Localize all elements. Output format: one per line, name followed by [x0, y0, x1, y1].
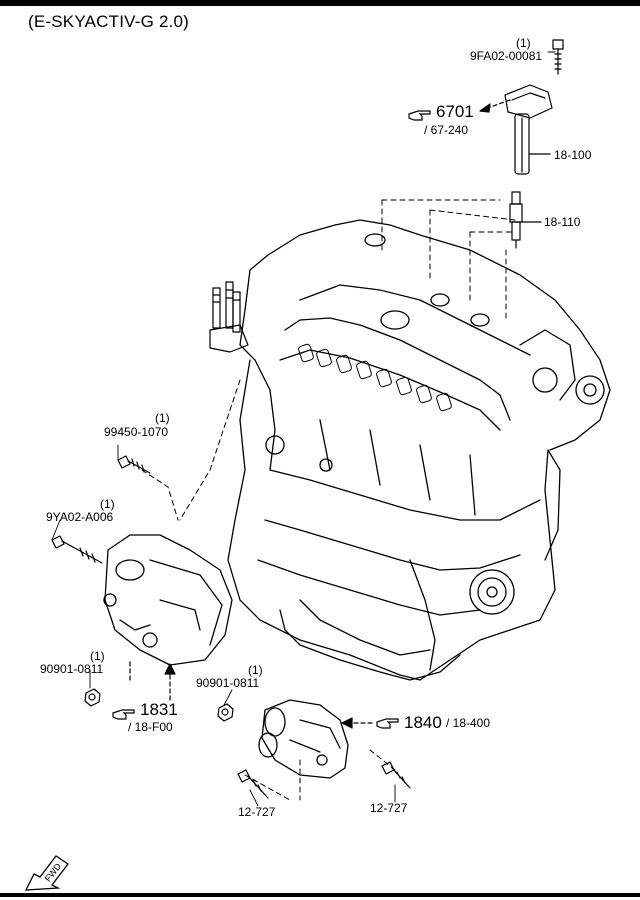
ref-1831-sub[interactable]: / 18-F00 [128, 720, 173, 734]
nut-left-part-number[interactable]: 90901-0811 [40, 662, 104, 676]
studs-part [209, 281, 249, 353]
nut-mid-part [217, 703, 234, 722]
top-bolt-part [552, 39, 564, 75]
alt-bolt-qty: (1) [100, 497, 115, 511]
ref-6701[interactable]: 6701 [436, 102, 474, 121]
nut-mid-qty: (1) [248, 663, 263, 677]
ref-6701-sub[interactable]: / 67-240 [424, 123, 469, 137]
arrow-1840 [341, 717, 373, 729]
bolt-top-qty: (1) [516, 36, 531, 50]
fwd-label: FWD [43, 861, 64, 884]
ref-1840-sub[interactable]: / 18-400 [446, 716, 491, 730]
hand-pointer-icon [376, 716, 402, 730]
arrow-1831 [129, 659, 176, 701]
stud-qty: (1) [155, 411, 170, 425]
coil-part-number[interactable]: 18-100 [554, 148, 592, 162]
starter-bolt-left-part [237, 769, 269, 799]
bottom-border [0, 893, 640, 897]
plug-part-number[interactable]: 18-110 [544, 215, 581, 229]
engine-block [227, 219, 611, 681]
alt-bolt-part-number[interactable]: 9YA02-A006 [46, 510, 114, 524]
ref-1831[interactable]: 1831 [140, 700, 178, 719]
starter-bolt-right-part-number[interactable]: 12-727 [370, 801, 408, 815]
hand-pointer-icon [408, 108, 434, 122]
diagram-title: (E-SKYACTIV-G 2.0) [28, 12, 190, 31]
nut-left-part [84, 688, 101, 707]
starter-motor-part [258, 699, 349, 779]
stud-part-number[interactable]: 99450-1070 [104, 425, 169, 439]
nut-left-qty: (1) [90, 649, 105, 663]
top-border [0, 0, 640, 6]
spark-plug-part [509, 191, 542, 249]
starter-bolt-right-part [381, 761, 411, 789]
arrow-6701 [479, 99, 511, 113]
ignition-coil-part [504, 84, 553, 175]
bolt-9ya02-part [51, 535, 103, 564]
hand-pointer-icon [112, 707, 138, 721]
starter-bolt-left-part-number[interactable]: 12-727 [238, 805, 276, 819]
alternator-part [103, 534, 233, 666]
bolt-top-part-number[interactable]: 9FA02-00081 [470, 49, 543, 63]
stud-99450-part [117, 455, 151, 474]
fwd-arrow-icon: FWD [22, 852, 72, 894]
ref-1840[interactable]: 1840 [404, 713, 442, 732]
nut-mid-part-number[interactable]: 90901-0811 [196, 676, 260, 690]
